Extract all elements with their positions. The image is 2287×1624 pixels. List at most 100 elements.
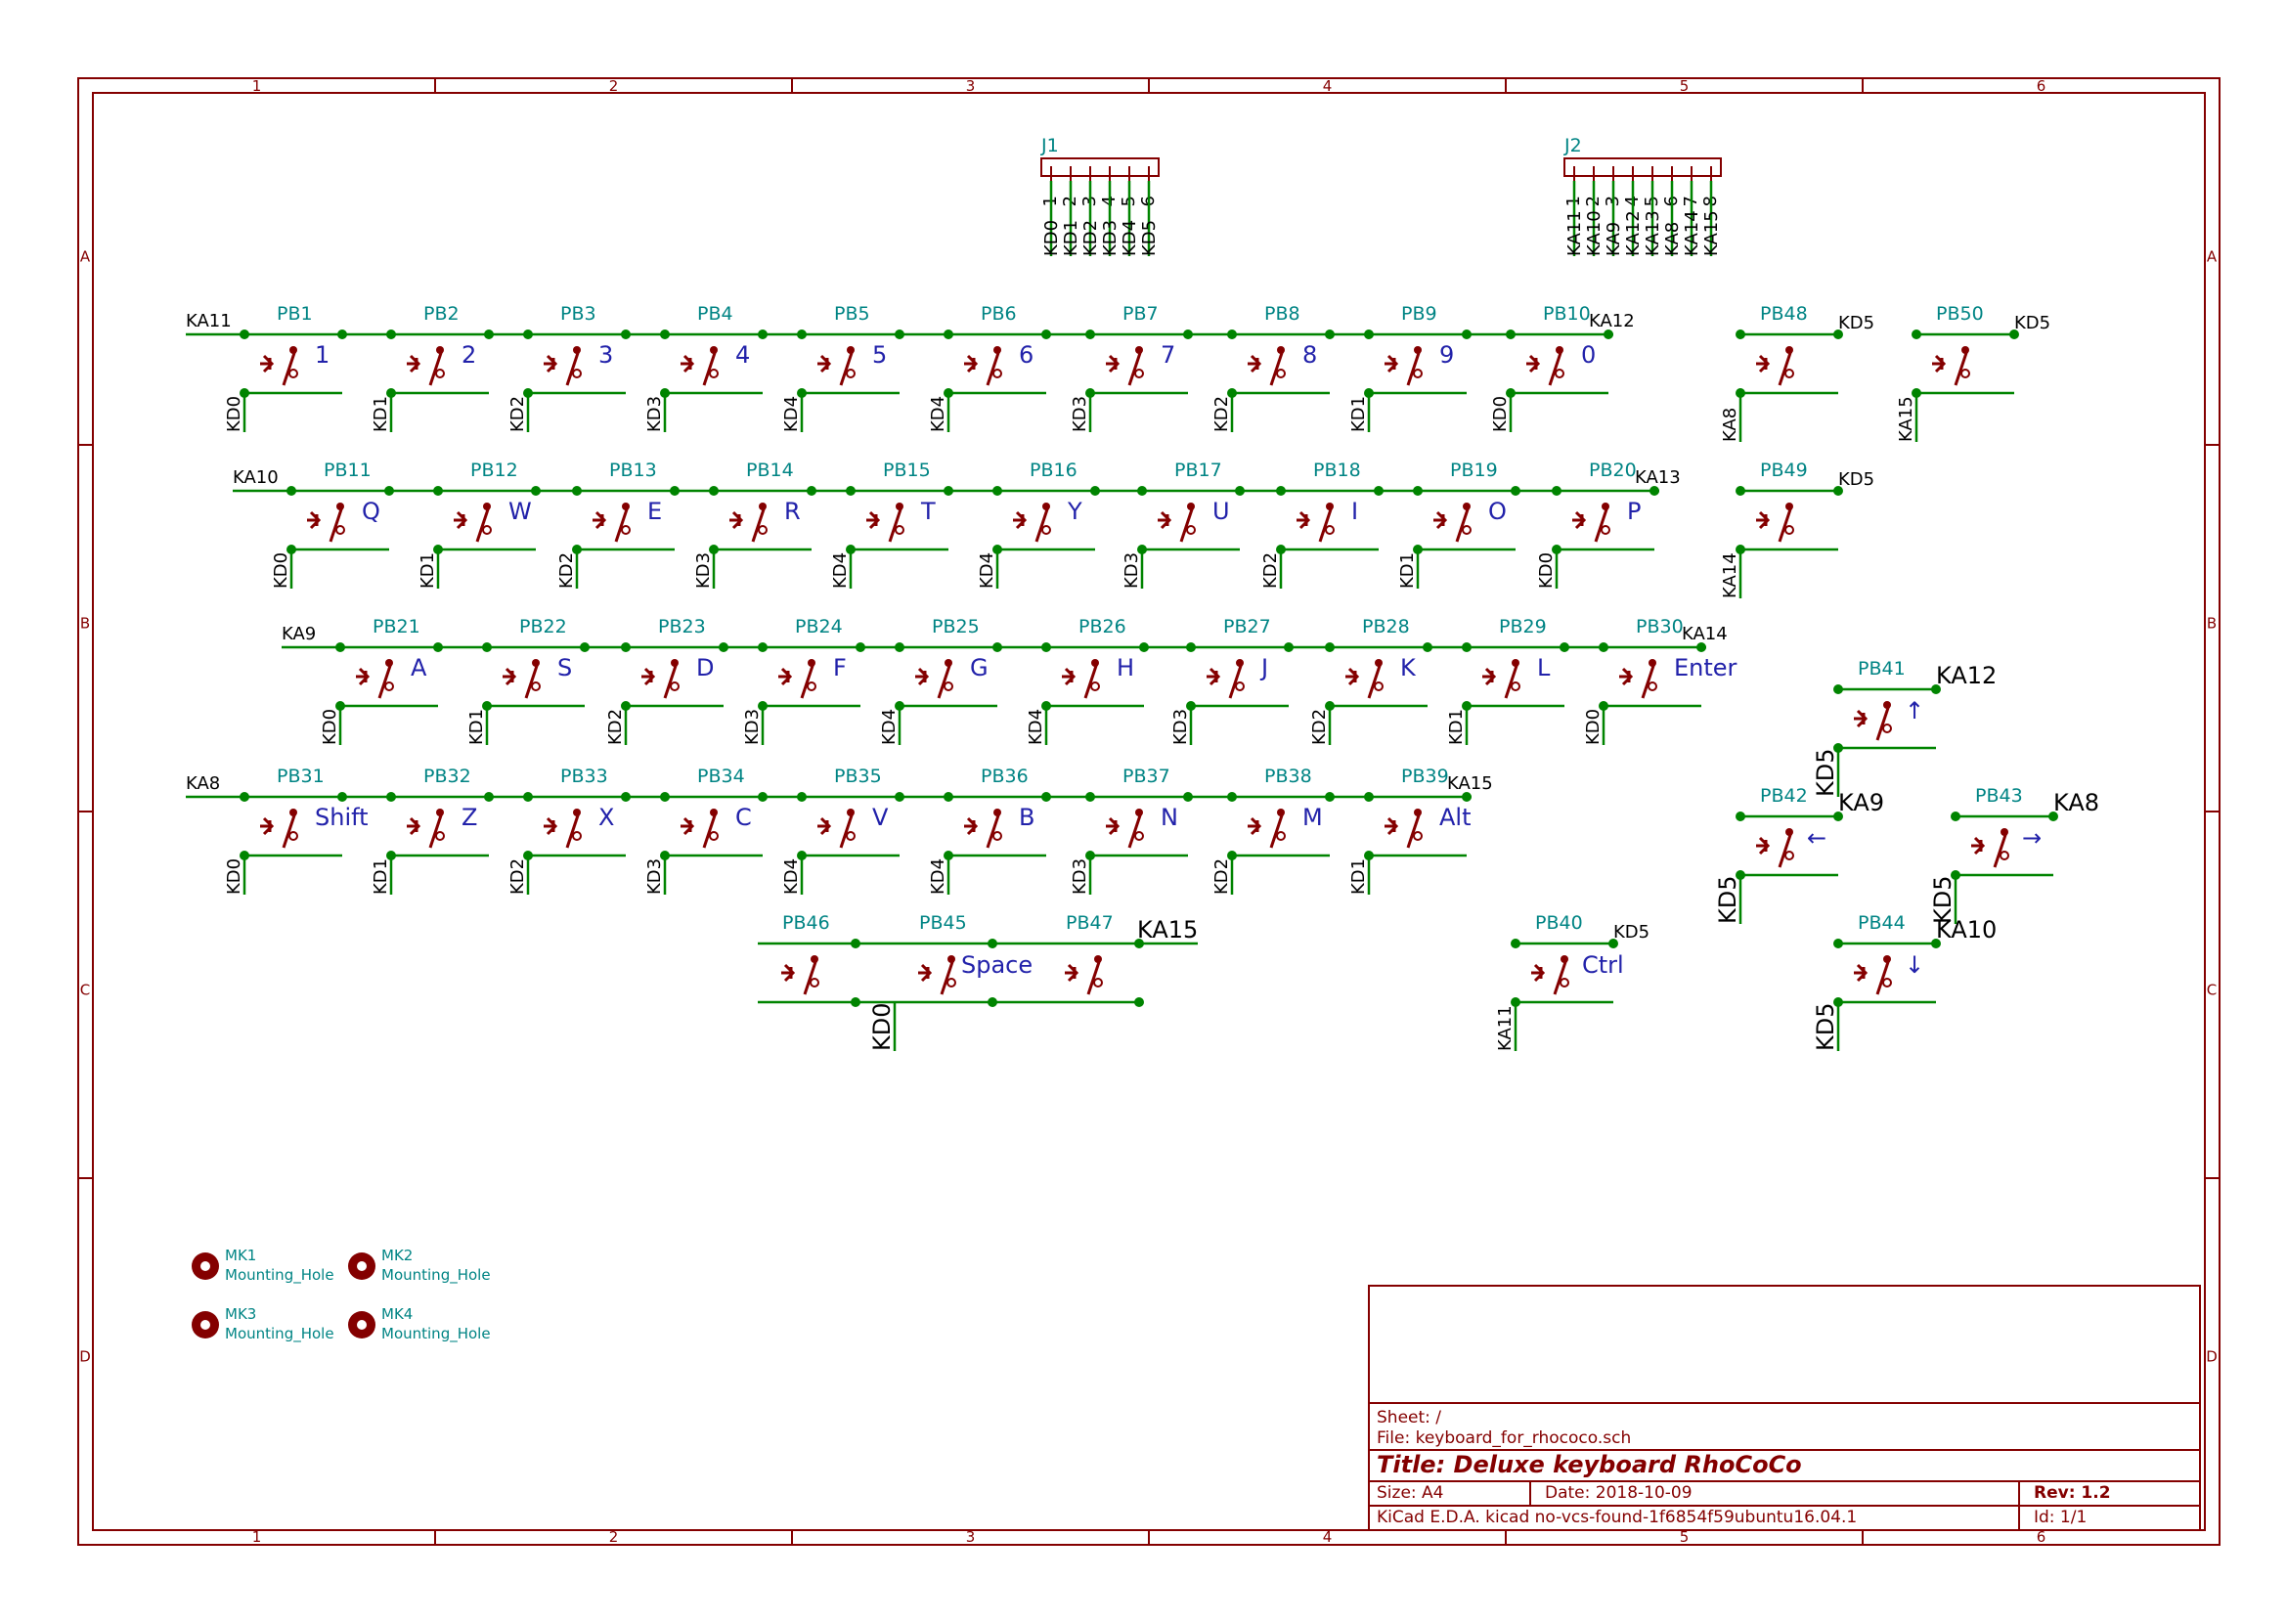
switch-lever bbox=[839, 349, 855, 386]
switch-lever bbox=[888, 505, 903, 543]
switch-value: ↓ bbox=[1905, 951, 1924, 979]
switch-contact bbox=[946, 978, 956, 988]
junction-dot bbox=[1604, 329, 1613, 339]
switch-ref: PB40 bbox=[1535, 912, 1583, 934]
switch-contact bbox=[1882, 724, 1892, 733]
switch-contact bbox=[1784, 851, 1794, 860]
switch-bottom-net-label: KD3 bbox=[644, 858, 665, 895]
switch-value: 8 bbox=[1302, 341, 1317, 369]
switch-bottom-net-label: KA11 bbox=[1495, 1005, 1516, 1051]
switch-ref: PB17 bbox=[1174, 460, 1222, 481]
switch-lever bbox=[282, 349, 297, 386]
junction-dot bbox=[1599, 642, 1608, 652]
switch-contact bbox=[572, 831, 582, 841]
switch-lever bbox=[1875, 958, 1891, 995]
junction-dot bbox=[1085, 792, 1095, 802]
switch-bottom-net-label: KA15 bbox=[1896, 396, 1916, 442]
switch-ref: PB2 bbox=[423, 303, 460, 325]
switch-ref: PB39 bbox=[1401, 766, 1449, 787]
switch-ref: PB12 bbox=[470, 460, 518, 481]
switch-value: 3 bbox=[598, 341, 613, 369]
switch-contact bbox=[482, 525, 492, 535]
switch-contact bbox=[1134, 831, 1144, 841]
zone-row-label-right: A bbox=[2207, 248, 2218, 266]
mounting-hole-icon bbox=[357, 1261, 367, 1271]
switch-lever bbox=[1034, 505, 1050, 543]
switch-ref: PB5 bbox=[834, 303, 870, 325]
pushbutton-icon bbox=[503, 667, 517, 686]
switch-lever bbox=[1778, 505, 1793, 543]
junction-dot bbox=[797, 792, 807, 802]
switch-value: A bbox=[411, 654, 427, 681]
title-block-date: Date: 2018-10-09 bbox=[1545, 1483, 1693, 1503]
pushbutton-icon bbox=[1619, 667, 1634, 686]
row-left-net-label: KA9 bbox=[282, 624, 316, 644]
junction-dot bbox=[1227, 329, 1237, 339]
switch-contact bbox=[895, 525, 904, 535]
switch-lever bbox=[1083, 662, 1099, 699]
switch-bottom-net-label: KD4 bbox=[879, 709, 900, 745]
junction-dot bbox=[1951, 812, 1960, 821]
junction-dot bbox=[1423, 642, 1432, 652]
switch-lever bbox=[1228, 662, 1244, 699]
switch-contact bbox=[1413, 831, 1423, 841]
switch-bottom-net-label: KD2 bbox=[507, 396, 528, 432]
switch-value: D bbox=[696, 654, 714, 681]
switch-value: 0 bbox=[1581, 341, 1596, 369]
junction-dot bbox=[660, 792, 670, 802]
switch-contact bbox=[992, 369, 1002, 378]
switch-ref: PB8 bbox=[1264, 303, 1300, 325]
title-block: Sheet: / File: keyboard_for_rhococo.sch … bbox=[1368, 1285, 2201, 1531]
switch-ref: PB33 bbox=[560, 766, 608, 787]
pushbutton-icon bbox=[544, 816, 558, 836]
pushbutton-icon bbox=[817, 816, 832, 836]
pushbutton-icon bbox=[1345, 667, 1360, 686]
mounting-hole-value: Mounting_Hole bbox=[381, 1325, 491, 1343]
junction-dot bbox=[895, 792, 904, 802]
zone-row-label-left: C bbox=[80, 982, 90, 999]
switch-lever bbox=[1778, 831, 1793, 868]
switch-ref: PB45 bbox=[919, 912, 967, 934]
switch-bottom-net-label: KD4 bbox=[1026, 709, 1046, 745]
switch-value: 5 bbox=[872, 341, 887, 369]
junction-dot bbox=[1183, 329, 1193, 339]
switch-ref: PB31 bbox=[277, 766, 325, 787]
switch-contact bbox=[1090, 681, 1100, 691]
mounting-hole-ref: MK4 bbox=[381, 1305, 413, 1323]
switch-lever bbox=[1406, 349, 1422, 386]
junction-dot bbox=[1041, 642, 1051, 652]
junction-dot bbox=[807, 486, 816, 496]
connector-ref: J2 bbox=[1563, 135, 1582, 156]
switch-lever bbox=[1318, 505, 1334, 543]
junction-dot bbox=[621, 642, 631, 652]
title-block-id: Id: 1/1 bbox=[2034, 1508, 2087, 1527]
switch-bottom-net-label: KD0 bbox=[271, 552, 291, 589]
pushbutton-icon bbox=[1106, 816, 1121, 836]
switch-value: 6 bbox=[1019, 341, 1034, 369]
switch-lever bbox=[1086, 958, 1102, 995]
mounting-hole-ref: MK3 bbox=[225, 1305, 256, 1323]
switch-bottom-net-label: KD0 bbox=[1536, 552, 1557, 589]
pushbutton-icon bbox=[1531, 963, 1546, 983]
connector-net-label: KD4 bbox=[1120, 220, 1140, 256]
row-right-net-label: KA14 bbox=[1682, 624, 1728, 644]
junction-dot bbox=[719, 642, 728, 652]
switch-contact bbox=[435, 369, 445, 378]
switch-value: 2 bbox=[462, 341, 476, 369]
switch-ref: PB9 bbox=[1401, 303, 1437, 325]
pushbutton-icon bbox=[1756, 836, 1771, 856]
